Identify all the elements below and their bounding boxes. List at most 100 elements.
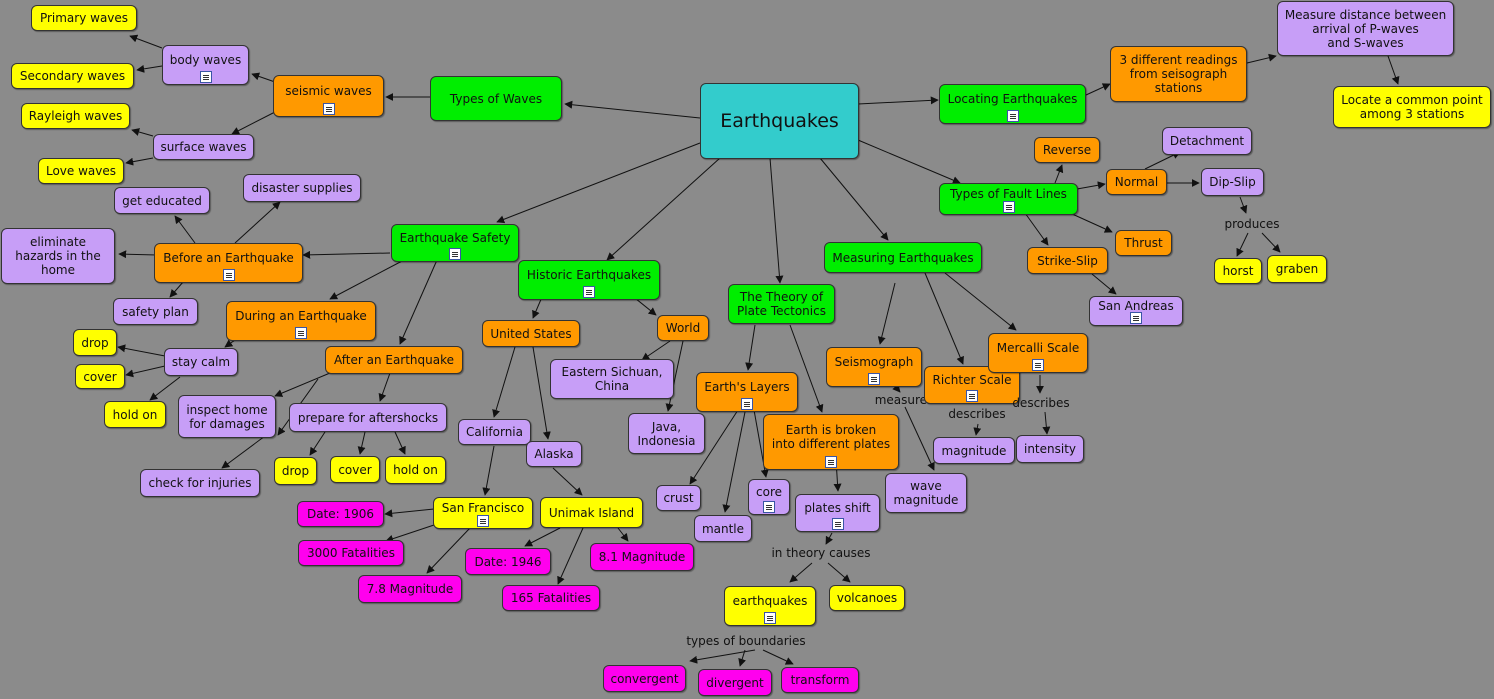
node-date-1946[interactable]: Date: 1946 [465,548,551,575]
node-volcanoes[interactable]: volcanoes [829,585,905,611]
node-three-readings[interactable]: 3 different readings from seisograph sta… [1110,46,1247,102]
node-cover-during[interactable]: cover [75,364,125,389]
node-san-andreas[interactable]: San Andreas [1089,296,1183,326]
document-icon[interactable] [1002,201,1015,213]
node-magnitude-7-8[interactable]: 7.8 Magnitude [358,575,462,603]
node-types-of-fault-lines[interactable]: Types of Fault Lines [939,183,1078,215]
node-transform[interactable]: transform [781,667,859,693]
node-thrust[interactable]: Thrust [1115,230,1172,256]
node-core[interactable]: core [748,479,790,515]
node-world[interactable]: World [657,315,709,341]
node-crust[interactable]: crust [656,485,701,511]
link-label-describes-mercalli: describes [1012,396,1070,410]
node-earthquakes[interactable]: Earthquakes [700,83,859,159]
node-drop-during[interactable]: drop [73,329,117,356]
node-horst[interactable]: horst [1214,258,1262,284]
node-plates-shift[interactable]: plates shift [795,494,880,532]
node-earth-broken[interactable]: Earth is broken into different plates [763,414,899,470]
node-disaster-supplies[interactable]: disaster supplies [243,174,361,202]
document-icon[interactable] [1032,359,1044,371]
document-icon[interactable] [449,248,461,260]
node-locating-earthquakes[interactable]: Locating Earthquakes [939,84,1086,124]
node-magnitude-8-1[interactable]: 8.1 Magnitude [590,543,694,571]
node-eastern-sichuan[interactable]: Eastern Sichuan, China [550,359,674,399]
node-check-injuries[interactable]: check for injuries [140,469,260,497]
node-magnitude[interactable]: magnitude [933,437,1015,464]
document-icon[interactable] [741,398,753,410]
node-types-of-waves[interactable]: Types of Waves [430,76,562,121]
node-label: Historic Earthquakes [526,268,652,282]
document-icon[interactable] [1006,110,1019,122]
node-theory-plate-tectonics[interactable]: The Theory of Plate Tectonics [728,284,835,324]
node-locate-common-point[interactable]: Locate a common point among 3 stations [1333,86,1491,128]
node-measuring-earthquakes[interactable]: Measuring Earthquakes [824,242,982,273]
node-secondary-waves[interactable]: Secondary waves [11,63,134,89]
document-icon[interactable] [1130,312,1142,324]
node-hold-on-after[interactable]: hold on [385,456,446,484]
node-alaska[interactable]: Alaska [526,441,582,467]
node-fatalities-3000[interactable]: 3000 Fatalities [298,540,404,566]
node-rayleigh-waves[interactable]: Rayleigh waves [21,103,130,129]
node-primary-waves[interactable]: Primary waves [31,5,137,31]
document-icon[interactable] [966,390,978,402]
node-label: Types of Fault Lines [950,187,1067,201]
document-icon[interactable] [763,501,775,513]
node-eliminate-hazards[interactable]: eliminate hazards in the home [1,228,115,284]
node-reverse[interactable]: Reverse [1034,137,1100,163]
node-unimak-island[interactable]: Unimak Island [540,497,643,528]
link-label-describes-richter: describes [948,407,1006,421]
document-icon[interactable] [868,373,880,385]
node-earths-layers[interactable]: Earth's Layers [696,372,798,412]
node-love-waves[interactable]: Love waves [38,158,124,184]
node-cover-after[interactable]: cover [330,456,380,483]
node-prepare-aftershocks[interactable]: prepare for aftershocks [289,403,447,432]
node-mantle[interactable]: mantle [694,515,752,542]
node-get-educated[interactable]: get educated [114,187,210,214]
node-surface-waves[interactable]: surface waves [153,134,254,160]
document-icon[interactable] [322,103,335,115]
node-earthquakes-result[interactable]: earthquakes [724,586,816,626]
node-java-indonesia[interactable]: Java, Indonesia [628,413,705,454]
document-icon[interactable] [764,612,776,624]
node-date-1906[interactable]: Date: 1906 [297,501,384,527]
node-san-francisco[interactable]: San Francisco [433,497,533,529]
node-stay-calm[interactable]: stay calm [164,348,238,376]
document-icon[interactable] [831,518,844,530]
node-fatalities-165[interactable]: 165 Fatalities [502,585,600,611]
node-intensity[interactable]: intensity [1016,435,1084,463]
link-label-in-theory-causes: in theory causes [771,546,871,560]
node-dip-slip[interactable]: Dip-Slip [1201,168,1264,196]
node-body-waves[interactable]: body waves [162,45,249,85]
node-before-an-earthquake[interactable]: Before an Earthquake [154,243,303,283]
node-measure-distance[interactable]: Measure distance between arrival of P-wa… [1277,1,1454,56]
node-normal[interactable]: Normal [1106,169,1167,195]
node-mercalli-scale[interactable]: Mercalli Scale [988,333,1088,373]
node-convergent[interactable]: convergent [603,665,686,692]
node-graben[interactable]: graben [1267,255,1327,283]
node-during-an-earthquake[interactable]: During an Earthquake [226,301,376,341]
node-detachment[interactable]: Detachment [1162,127,1252,155]
node-inspect-home[interactable]: inspect home for damages [178,395,276,438]
document-icon[interactable] [477,515,489,527]
document-icon[interactable] [222,269,235,281]
node-safety-plan[interactable]: safety plan [113,298,198,325]
document-icon[interactable] [825,456,837,468]
node-label: Mercalli Scale [996,341,1080,355]
node-seismic-waves[interactable]: seismic waves [273,75,384,117]
node-drop-after[interactable]: drop [274,457,317,485]
document-icon[interactable] [295,327,307,339]
link-label-measures: measures [874,393,934,407]
node-california[interactable]: California [458,419,531,445]
node-historic-earthquakes[interactable]: Historic Earthquakes [518,260,660,300]
node-wave-magnitude[interactable]: wave magnitude [885,473,967,513]
document-icon[interactable] [583,286,595,298]
node-after-an-earthquake[interactable]: After an Earthquake [325,346,463,374]
node-earthquake-safety[interactable]: Earthquake Safety [391,224,519,262]
node-hold-on-during[interactable]: hold on [104,401,166,428]
document-icon[interactable] [199,71,212,83]
node-united-states[interactable]: United States [482,320,580,347]
node-strike-slip[interactable]: Strike-Slip [1027,247,1108,274]
node-seismograph[interactable]: Seismograph [826,347,922,387]
node-label: Earth's Layers [704,380,790,394]
node-divergent[interactable]: divergent [698,669,772,696]
